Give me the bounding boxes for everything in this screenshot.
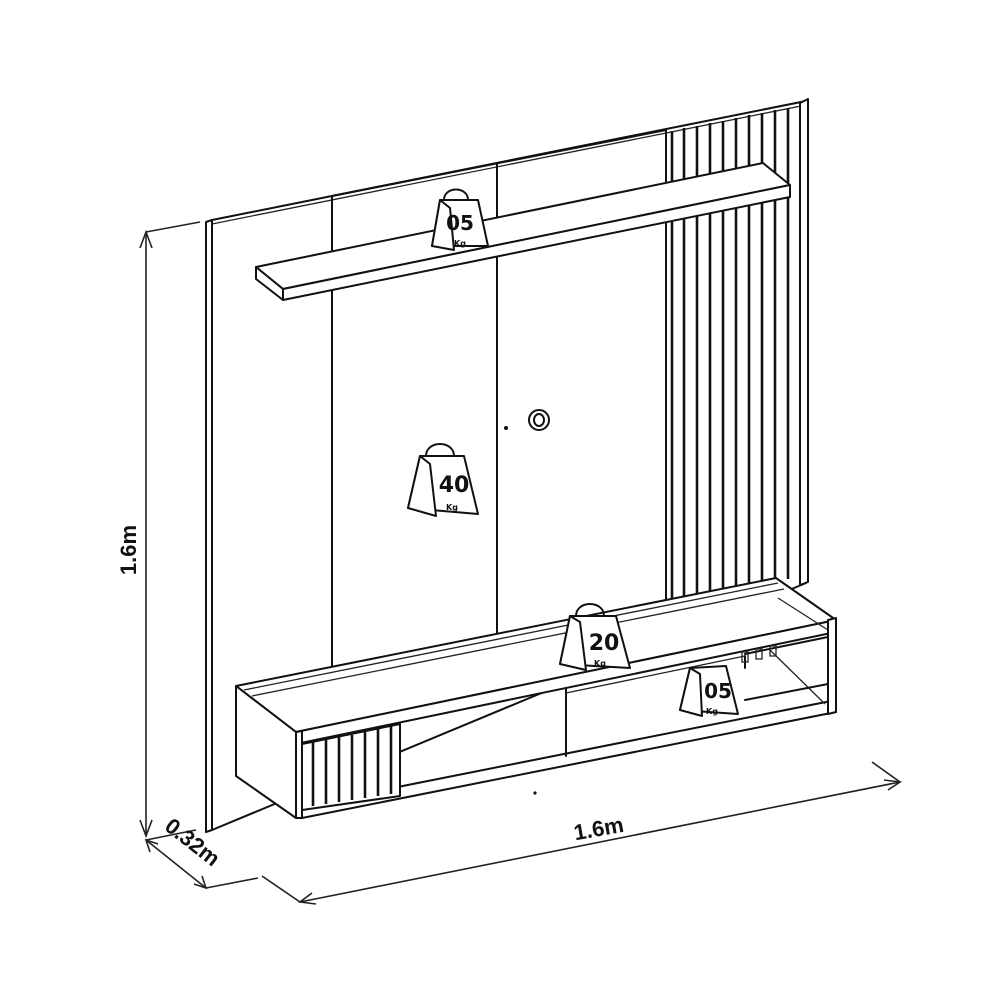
svg-text:40: 40 [439, 473, 470, 498]
svg-text:1.6m: 1.6m [572, 812, 626, 845]
svg-text:1.6m: 1.6m [116, 525, 141, 575]
svg-text:05: 05 [704, 679, 732, 703]
svg-text:05: 05 [446, 211, 474, 235]
weight-icon-panel: 40 Kg [407, 443, 479, 517]
svg-text:Kg: Kg [446, 503, 458, 512]
media-cabinet [235, 577, 837, 819]
weight-icon-cabinet-top: 20 Kg [559, 603, 631, 671]
svg-text:20: 20 [589, 631, 620, 656]
weight-icon-cabinet-niche: 05 Kg [679, 665, 739, 717]
cable-grommet-icon [504, 409, 550, 431]
dimension-height: 1.6m [116, 221, 201, 839]
top-shelf [255, 162, 791, 301]
svg-text:Kg: Kg [454, 239, 466, 248]
weight-icon-top-shelf: 05 Kg [431, 188, 489, 251]
dimension-depth: 0.32m [144, 813, 259, 890]
svg-text:Kg: Kg [594, 659, 606, 668]
svg-text:Kg: Kg [706, 707, 718, 716]
